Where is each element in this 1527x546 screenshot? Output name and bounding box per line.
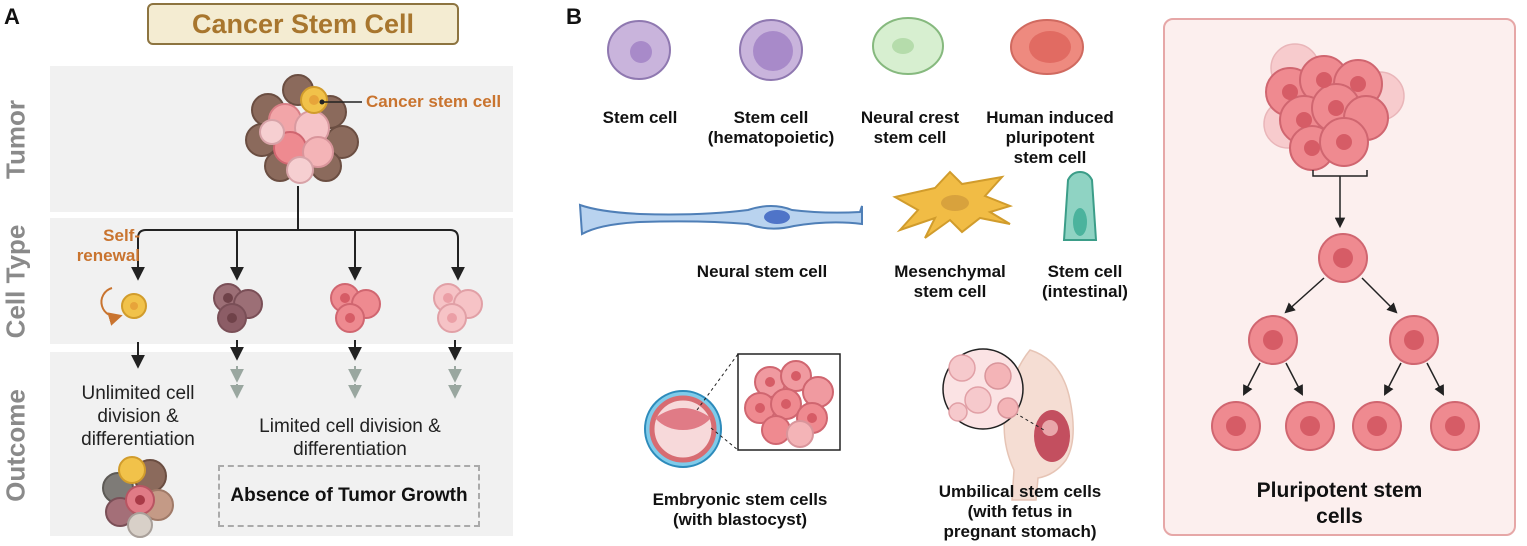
- panel-b-letter: B: [566, 4, 582, 29]
- pluripotent-cell-level1: [1318, 233, 1368, 283]
- pluripotent-title: Pluripotent stem cells: [1163, 478, 1516, 530]
- blastocyst-icon: [644, 390, 722, 468]
- absence-of-tumor-growth: Absence of Tumor Growth: [218, 465, 480, 527]
- outcome-unlimited-line-1: Unlimited cell: [81, 383, 195, 404]
- outcome-unlimited-line-2: division &: [97, 406, 179, 427]
- cell-type-band: [50, 218, 513, 344]
- label-mesenchymal: Mesenchymal stem cell: [880, 262, 1020, 302]
- label-hematopoietic-line-2: (hematopoietic): [707, 128, 835, 147]
- outcome-unlimited: Unlimited cell division & differentiatio…: [60, 382, 216, 451]
- label-stem-cell-line-1: Stem cell: [602, 108, 678, 127]
- hematopoietic-stem-cell-icon: [739, 19, 803, 81]
- label-mesenchymal-line-2: stem cell: [913, 282, 987, 301]
- tumor-cluster: [245, 74, 359, 184]
- label-umbilical-line-1: Umbilical stem cells: [938, 482, 1102, 501]
- label-hipsc-line-1: Human induced: [986, 108, 1114, 127]
- brown-cell-cluster: [213, 283, 263, 333]
- panel-a-title: Cancer Stem Cell: [147, 3, 459, 45]
- pluripotent-title-line-2: cells: [1316, 505, 1363, 528]
- label-intestinal-line-1: Stem cell: [1047, 262, 1123, 281]
- label-hipsc-line-3: stem cell: [1013, 148, 1087, 167]
- label-embryonic-line-2: (with blastocyst): [672, 510, 808, 529]
- label-embryonic: Embryonic stem cells (with blastocyst): [630, 490, 850, 530]
- label-stem-cell: Stem cell: [580, 108, 700, 128]
- label-neural-crest-line-2: stem cell: [873, 128, 947, 147]
- label-hematopoietic-line-1: Stem cell: [733, 108, 809, 127]
- self-renewal-label-1: Self-: [103, 226, 140, 245]
- label-hipsc-line-2: pluripotent: [1005, 128, 1095, 147]
- label-hematopoietic: Stem cell (hematopoietic): [696, 108, 846, 148]
- pluripotent-cell-level3: [1211, 401, 1480, 451]
- label-umbilical: Umbilical stem cells (with fetus in preg…: [920, 482, 1120, 542]
- label-neural-crest: Neural crest stem cell: [850, 108, 970, 148]
- pluripotent-cell-level2-right: [1389, 315, 1439, 365]
- label-mesenchymal-line-1: Mesenchymal: [894, 262, 1006, 281]
- intestinal-stem-cell-icon: [1062, 170, 1098, 241]
- panel-a-letter: A: [4, 4, 20, 29]
- outcome-limited-line-1: Limited cell division &: [259, 416, 441, 437]
- label-neural-line-1: Neural stem cell: [696, 262, 828, 281]
- label-embryonic-line-1: Embryonic stem cells: [652, 490, 828, 509]
- label-neural: Neural stem cell: [672, 262, 852, 282]
- embryonic-cell-cluster: [744, 360, 834, 448]
- label-intestinal-line-2: (intestinal): [1042, 282, 1128, 301]
- outcome-cell-cluster: [102, 456, 174, 538]
- pink-cell-cluster: [330, 283, 381, 333]
- outcome-limited-line-2: differentiation: [293, 439, 407, 460]
- label-intestinal: Stem cell (intestinal): [1025, 262, 1145, 302]
- neural-stem-cell-icon: [578, 203, 863, 236]
- label-neural-crest-line-1: Neural crest: [860, 108, 960, 127]
- label-umbilical-line-3: pregnant stomach): [943, 522, 1097, 541]
- outcome-limited: Limited cell division & differentiation: [230, 415, 470, 461]
- self-renewal-cell: [100, 287, 147, 326]
- stem-cell-icon: [607, 20, 671, 80]
- pluripotent-title-line-1: Pluripotent stem: [1256, 479, 1423, 502]
- label-umbilical-line-2: (with fetus in: [967, 502, 1073, 521]
- self-renewal-label-2: renewal: [76, 246, 140, 265]
- light-pink-cell-cluster: [433, 283, 483, 333]
- mesenchymal-stem-cell-icon: [892, 170, 1014, 239]
- label-hipsc: Human induced pluripotent stem cell: [980, 108, 1120, 168]
- cancer-stem-cell-label: Cancer stem cell: [366, 92, 502, 111]
- pluripotent-colony: [1263, 43, 1405, 171]
- umbilical-magnifier: [942, 348, 1024, 430]
- pluripotent-cell-level2-left: [1248, 315, 1298, 365]
- outcome-unlimited-line-3: differentiation: [81, 429, 195, 450]
- neural-crest-stem-cell-icon: [872, 17, 944, 75]
- hipsc-icon: [1010, 19, 1084, 75]
